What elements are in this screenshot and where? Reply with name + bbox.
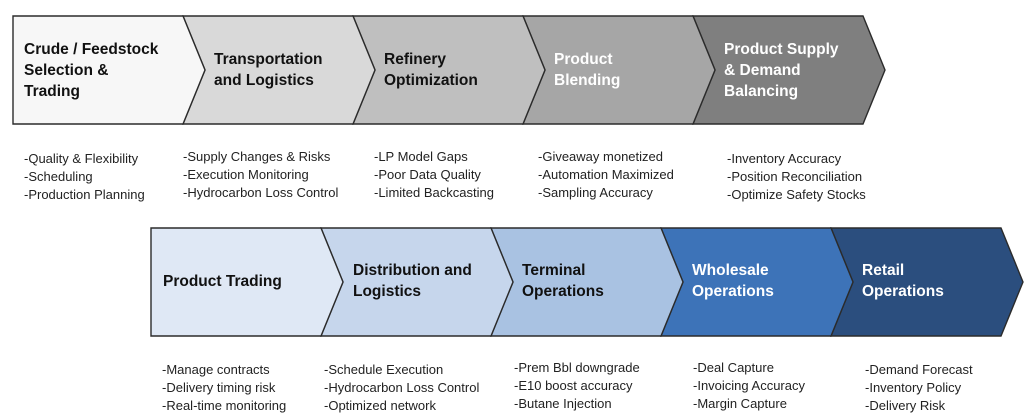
bullet-item: -Poor Data Quality xyxy=(374,167,481,182)
bullet-item: -Schedule Execution xyxy=(324,362,444,377)
bullet-item: -Manage contracts xyxy=(162,362,270,377)
bullet-item: -Margin Capture xyxy=(693,396,787,411)
bullet-item: -Inventory Policy xyxy=(865,380,962,395)
bullets-crude-feedstock: -Quality & Flexibility -Scheduling -Prod… xyxy=(24,150,145,204)
bullet-item: -Production Planning xyxy=(24,187,145,202)
bullets-refinery: -LP Model Gaps -Poor Data Quality -Limit… xyxy=(374,148,494,202)
bullets-retail: -Demand Forecast -Inventory Policy -Deli… xyxy=(865,361,973,415)
bullets-supply-demand: -Inventory Accuracy -Position Reconcilia… xyxy=(727,150,866,204)
bullet-item: -LP Model Gaps xyxy=(374,149,468,164)
bullet-item: -Delivery Risk xyxy=(865,398,946,413)
bullet-item: -Position Reconciliation xyxy=(727,169,863,184)
chevron-product-trading xyxy=(150,227,344,337)
bullet-item: -Demand Forecast xyxy=(865,362,973,377)
bullet-item: -Prem Bbl downgrade xyxy=(514,360,640,375)
bullet-item: -Scheduling xyxy=(24,169,93,184)
stage-title-wholesale: Wholesale Operations xyxy=(692,262,774,300)
bullet-item: -Invoicing Accuracy xyxy=(693,378,805,393)
bullet-item: -Giveaway monetized xyxy=(538,149,663,164)
bullets-blending: -Giveaway monetized -Automation Maximize… xyxy=(538,148,674,202)
stage-title-distribution: Distribution and Logistics xyxy=(353,262,472,300)
bullets-distribution: -Schedule Execution -Hydrocarbon Loss Co… xyxy=(324,361,479,415)
bullet-item: -Supply Changes & Risks xyxy=(183,149,331,164)
bullet-item: -Execution Monitoring xyxy=(183,167,309,182)
stage-title-product-trading: Product Trading xyxy=(163,272,282,290)
bullets-terminal: -Prem Bbl downgrade -E10 boost accuracy … xyxy=(514,359,640,413)
stage-title-blending: Product Blending xyxy=(554,51,621,89)
bullets-product-trading: -Manage contracts -Delivery timing risk … xyxy=(162,361,286,415)
bullets-transportation: -Supply Changes & Risks -Execution Monit… xyxy=(183,148,338,202)
bullet-item: -Optimized network xyxy=(324,398,436,413)
bullet-item: -Optimize Safety Stocks xyxy=(727,187,866,202)
stage-title-supply-demand: Product Supply & Demand Balancing xyxy=(724,40,839,100)
bullet-item: -Deal Capture xyxy=(693,360,774,375)
stage-title-retail: Retail Operations xyxy=(862,262,944,300)
bullet-item: -Butane Injection xyxy=(514,396,612,411)
bullet-item: -Automation Maximized xyxy=(538,167,674,182)
bullet-item: -E10 boost accuracy xyxy=(514,378,633,393)
bullet-item: -Quality & Flexibility xyxy=(24,151,139,166)
stage-title-transportation: Transportation and Logistics xyxy=(214,51,323,89)
bullet-item: -Inventory Accuracy xyxy=(727,151,842,166)
stage-title-terminal: Terminal Operations xyxy=(522,262,604,300)
bullet-item: -Real-time monitoring xyxy=(162,398,287,413)
bullet-item: -Delivery timing risk xyxy=(162,380,276,395)
bullet-item: -Hydrocarbon Loss Control xyxy=(324,380,480,395)
bullet-item: -Sampling Accuracy xyxy=(538,185,653,200)
stage-title-refinery: Refinery Optimization xyxy=(384,51,478,89)
stage-title-crude-feedstock: Crude / Feedstock Selection & Trading xyxy=(24,40,159,100)
chevron-crude-feedstock xyxy=(12,15,206,125)
bullets-wholesale: -Deal Capture -Invoicing Accuracy -Margi… xyxy=(693,359,805,413)
bullet-item: -Limited Backcasting xyxy=(374,185,494,200)
bullet-item: -Hydrocarbon Loss Control xyxy=(183,185,339,200)
